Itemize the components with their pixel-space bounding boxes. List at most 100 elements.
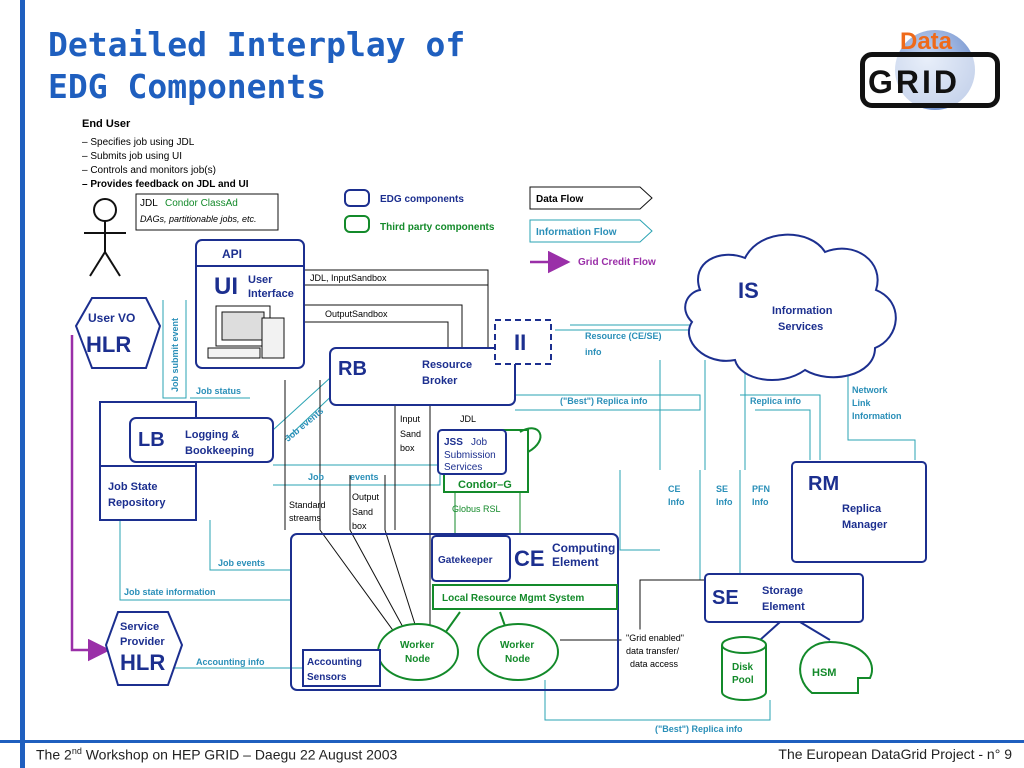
hsm: HSM <box>799 640 873 694</box>
ui-component: API UI User Interface <box>195 239 305 369</box>
condor-classad-label: Condor ClassAd <box>165 198 238 209</box>
svg-text:HSM: HSM <box>812 667 836 679</box>
flow-label: Standard <box>289 500 326 510</box>
legend-third-swatch <box>344 215 370 233</box>
legend-data-flow-label: Data Flow <box>536 194 583 205</box>
flow-label: OutputSandbox <box>325 309 388 319</box>
svg-text:Service: Service <box>120 621 159 633</box>
flow-labels: JDL, InputSandbox OutputSandbox Resource… <box>124 273 902 734</box>
ui-name-line2: Interface <box>248 288 294 300</box>
is-name-line2: Services <box>778 321 823 333</box>
jsr-name-line1: Job State <box>108 481 158 493</box>
input-sandbox-flow <box>394 405 431 530</box>
jsr-name-line2: Repository <box>108 497 166 509</box>
lb-name-line2: Bookkeeping <box>185 445 254 457</box>
flow-label: Replica info <box>750 396 802 406</box>
service-provider-hlr: Service Provider HLR <box>104 611 184 686</box>
legend-info-flow-label: Information Flow <box>536 227 617 238</box>
condor-g-label: Condor–G <box>458 479 512 491</box>
svg-text:Node: Node <box>505 654 530 665</box>
ui-name-line1: User <box>248 274 273 286</box>
is-name-line1: Information <box>772 305 833 317</box>
flow-label: Sand <box>352 507 373 517</box>
flow-label: JDL <box>460 414 476 424</box>
ce-name-line2: Element <box>552 555 599 569</box>
svg-text:HLR: HLR <box>120 650 165 675</box>
legend-edg-label: EDG components <box>380 194 464 205</box>
logo-data-text: Data <box>900 28 953 55</box>
datagrid-logo: Data GRID <box>850 22 1010 118</box>
svg-text:Sensors: Sensors <box>307 672 347 683</box>
ii-big-label: II <box>514 330 526 355</box>
lrms-label: Local Resource Mgmt System <box>442 593 584 604</box>
se-big-label: SE <box>712 587 739 609</box>
disk-pool: Disk Pool <box>721 636 767 701</box>
grid-data-transfer-flow <box>560 579 705 641</box>
rm-name-line1: Replica <box>842 503 882 515</box>
api-label: API <box>222 247 242 261</box>
legend-edg-swatch <box>344 189 370 207</box>
se-name-line2: Element <box>762 601 805 613</box>
se-storage-links <box>759 621 831 641</box>
flow-label: Output <box>352 492 380 502</box>
title-line-2: EDG Components <box>48 67 327 106</box>
flow-label: ("Best") Replica info <box>560 396 648 406</box>
svg-text:data transfer/: data transfer/ <box>626 646 680 656</box>
rb-big-label: RB <box>338 358 367 380</box>
rb-name-line2: Broker <box>422 375 458 387</box>
flow-label: box <box>352 521 367 531</box>
legend: EDG components Third party components Da… <box>344 186 656 274</box>
left-accent-bar <box>20 0 25 768</box>
job-submit-event-flow <box>162 300 187 399</box>
lb-big-label: LB <box>138 429 165 451</box>
lb-name-line1: Logging & <box>185 429 239 441</box>
jss-name-line2: Submission <box>444 450 496 461</box>
flow-label: Globus RSL <box>452 504 501 514</box>
slide-title: Detailed Interplay of EDG Components <box>48 24 465 108</box>
resource-info-flow <box>555 324 700 331</box>
ui-big-label: UI <box>214 273 238 300</box>
job-state-info-flow <box>119 520 290 601</box>
svg-text:data access: data access <box>630 659 679 669</box>
flow-label: Info <box>752 497 769 507</box>
flow-label: Information <box>852 411 902 421</box>
end-user-item: – Submits job using UI <box>82 151 182 162</box>
gatekeeper-box <box>431 535 511 582</box>
svg-text:Pool: Pool <box>732 675 754 686</box>
flow-label: Job events <box>218 558 265 568</box>
user-vo-hlr-label: HLR <box>86 332 131 357</box>
worker-node: Worker Node <box>477 623 559 681</box>
grid-data-transfer-note: "Grid enabled" data transfer/ data acces… <box>621 629 701 671</box>
end-user-item: – Controls and monitors job(s) <box>82 165 216 176</box>
flow-label: ("Best") Replica info <box>655 724 743 734</box>
ce-job-events-flow <box>209 520 290 571</box>
jdl-label: JDL <box>140 198 158 209</box>
ce-component: Gatekeeper CE Computing Element Local Re… <box>290 533 619 691</box>
end-user-item: – Provides feedback on JDL and UI <box>82 179 249 190</box>
accounting-sensors: Accounting Sensors <box>302 649 381 687</box>
is-big-label: IS <box>738 278 759 303</box>
gatekeeper-label: Gatekeeper <box>438 555 493 566</box>
ce-name-line1: Computing <box>552 541 615 555</box>
svg-text:Accounting: Accounting <box>307 657 362 668</box>
flow-label: box <box>400 443 415 453</box>
worker-node: Worker Node <box>377 623 459 681</box>
is-cloud: IS Information Services <box>684 233 897 382</box>
lb-component: LB Logging & Bookkeeping <box>129 417 274 463</box>
end-user-item: – Specifies job using JDL <box>82 137 195 148</box>
svg-text:Worker: Worker <box>400 640 434 651</box>
flow-label: PFN <box>752 484 770 494</box>
legend-info-flow-shape <box>529 219 653 243</box>
ii-component: II <box>494 319 552 365</box>
dags-label: DAGs, partitionable jobs, etc. <box>140 214 257 224</box>
network-link-flow <box>847 370 916 460</box>
user-vo-hlr: User VO HLR <box>74 297 162 369</box>
jss-name-line3: Services <box>444 462 482 473</box>
end-user-heading: End User <box>82 118 131 130</box>
globus-rsl-flow <box>454 492 521 535</box>
svg-text:Worker: Worker <box>500 640 534 651</box>
flow-label: Info <box>668 497 685 507</box>
se-component: SE Storage Element <box>704 573 864 623</box>
jss-bold-label: JSS <box>444 437 463 448</box>
title-line-1: Detailed Interplay of <box>48 25 466 64</box>
